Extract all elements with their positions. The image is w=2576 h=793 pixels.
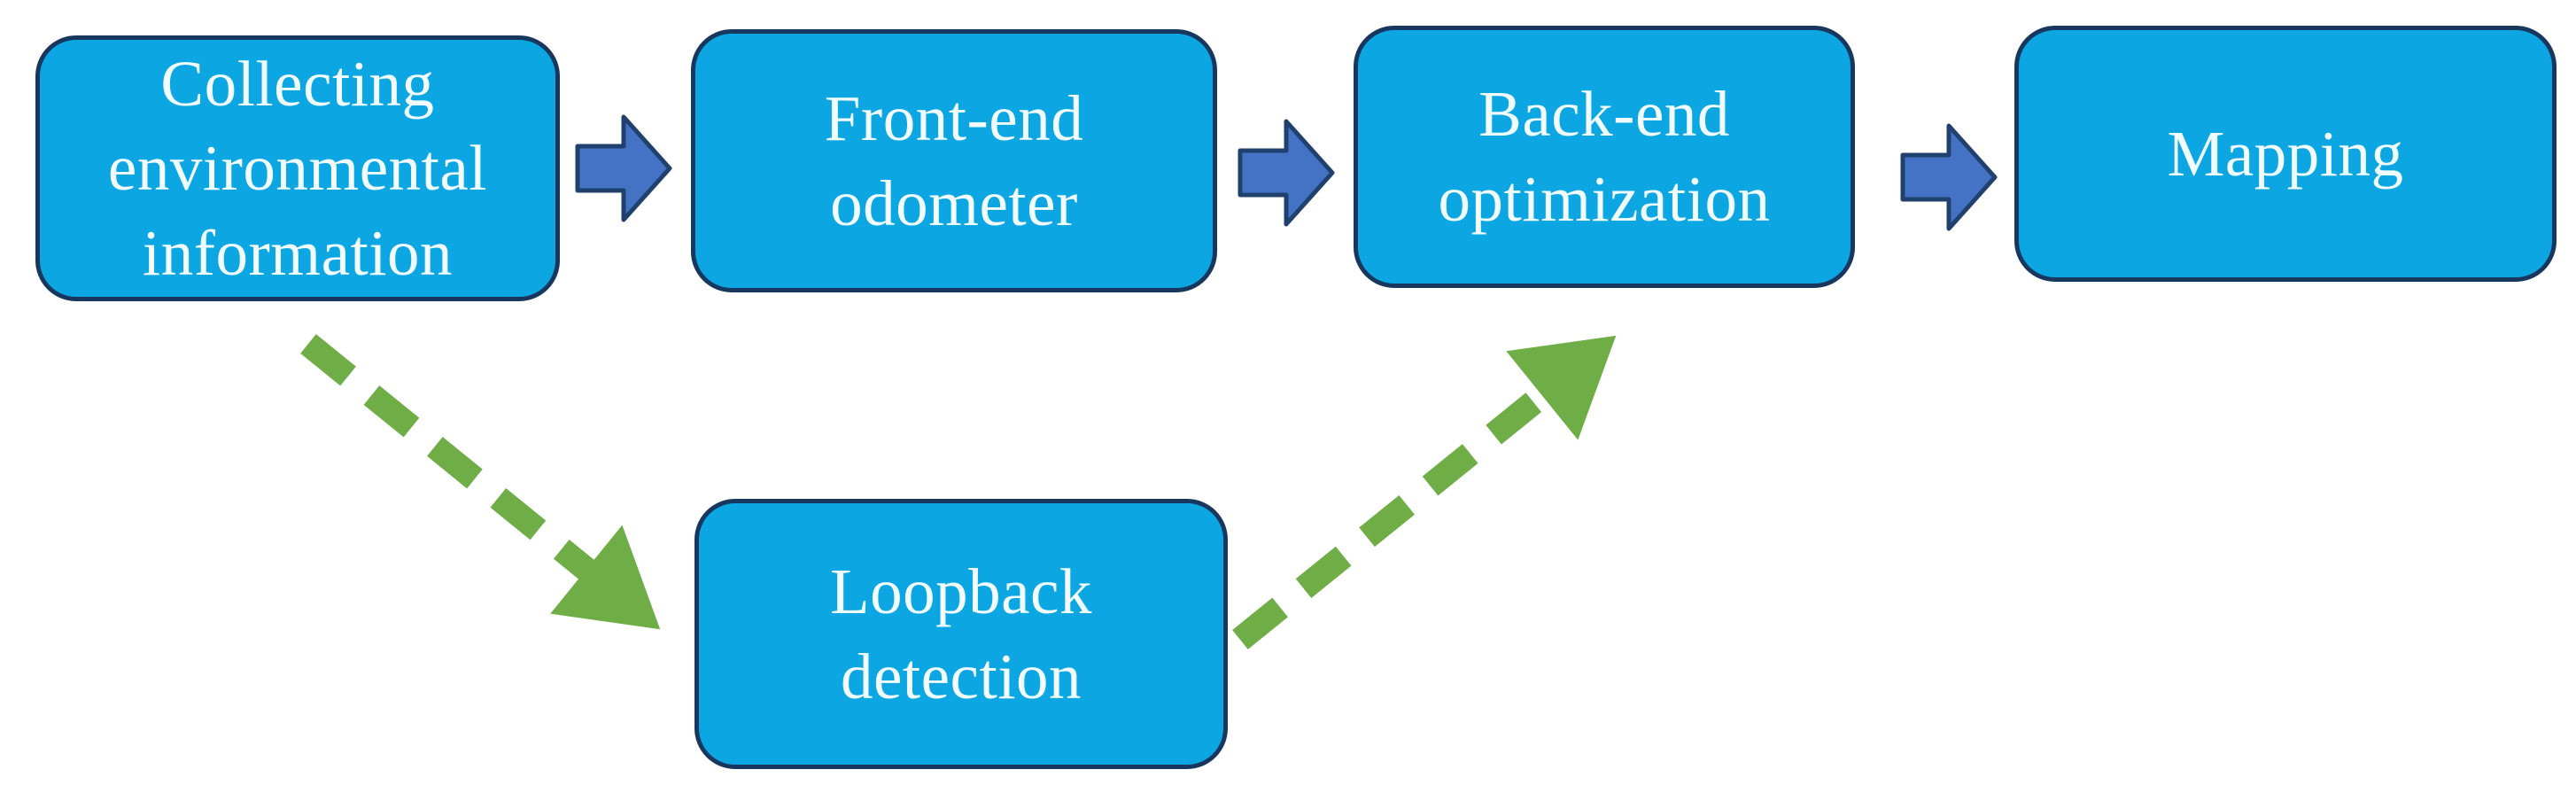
node-mapping: Mapping: [2014, 26, 2557, 282]
node-loopback-detection: Loopback detection: [694, 499, 1228, 769]
block-arrow-icon-collect-to-frontend: [575, 114, 672, 222]
dashed-arrow-icon-collect-to-loopback: [300, 334, 661, 630]
node-front-end-odometer: Front-end odometer: [691, 29, 1217, 292]
node-back-end-optimization: Back-end optimization: [1354, 26, 1855, 288]
block-arrow-icon-backend-to-mapping: [1900, 123, 1998, 231]
node-collecting-environmental-information: Collecting environmental information: [35, 35, 560, 301]
node-label: Mapping: [2167, 117, 2404, 190]
block-arrow-icon-frontend-to-backend: [1238, 119, 1335, 227]
dashed-arrow-icon-loopback-to-backend: [1232, 335, 1617, 649]
node-label: Back-end optimization: [1438, 78, 1771, 235]
node-label: Loopback detection: [830, 555, 1092, 712]
node-label: Collecting environmental information: [107, 47, 488, 289]
node-label: Front-end odometer: [824, 82, 1084, 239]
